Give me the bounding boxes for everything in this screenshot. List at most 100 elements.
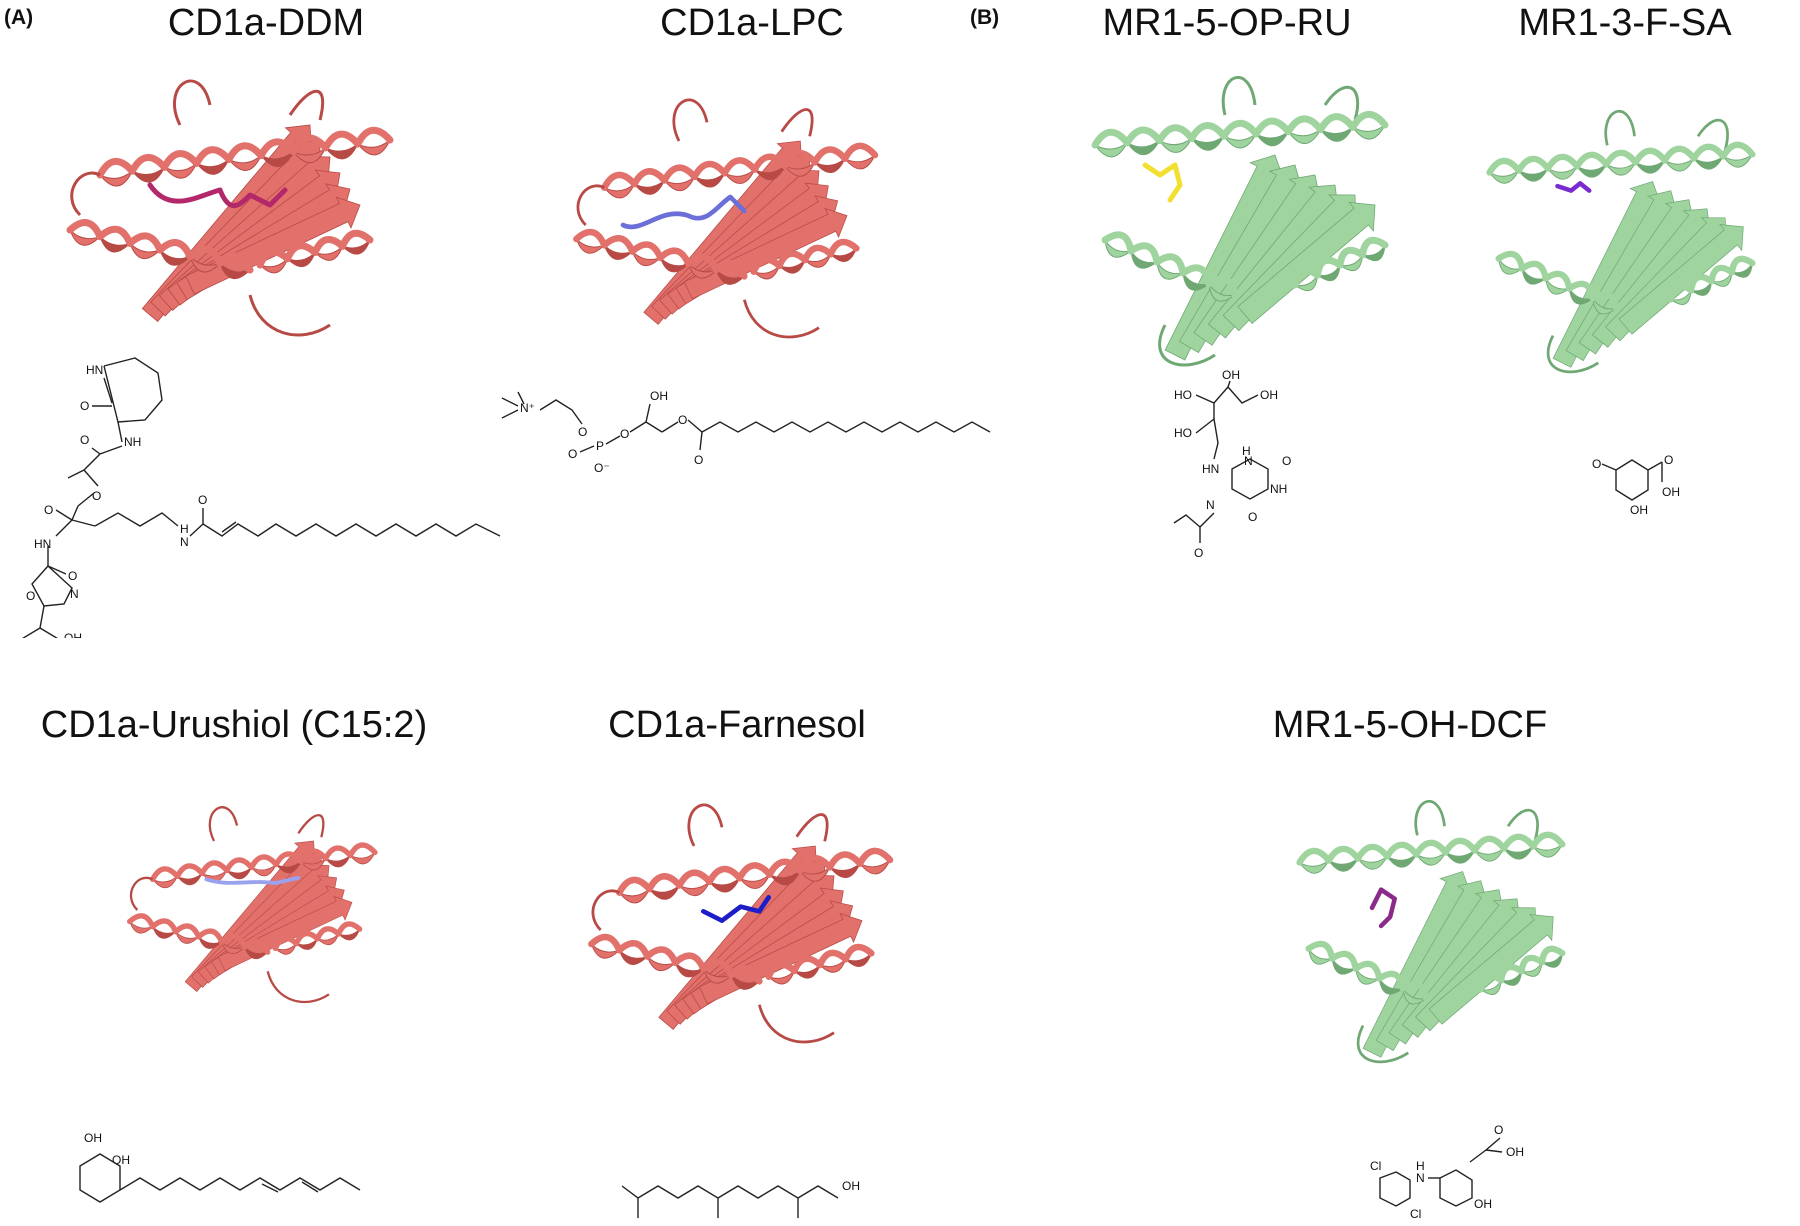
atom-nh-1: NH [124, 435, 141, 449]
title-mr1-5-op-ru: MR1-5-OP-RU [1102, 2, 1352, 44]
loop [288, 89, 325, 121]
loop [1546, 335, 1600, 374]
ligand-stick [147, 182, 288, 209]
helix [256, 229, 374, 274]
helix [66, 219, 254, 279]
atom-hn-1: HN [86, 363, 103, 377]
loop [687, 803, 724, 847]
loop [1323, 85, 1360, 121]
loop [1604, 110, 1636, 146]
atom-o-op-2: O [1248, 510, 1257, 524]
atom-p: P [596, 439, 604, 453]
loop [266, 971, 330, 1004]
atom-o-7: O [26, 589, 35, 603]
atom-oh-op-1: OH [1222, 368, 1240, 382]
loop [1158, 324, 1216, 367]
atom-o-dcf-1: O [1494, 1123, 1503, 1137]
protein-mr1-3-f-sa [1486, 110, 1756, 374]
protein-cd1a-ddm [66, 79, 394, 337]
atom-oh-far: OH [842, 1179, 860, 1193]
helix [750, 238, 860, 280]
ligand-stick [1369, 887, 1397, 929]
atom-h-op: H [1242, 444, 1251, 458]
title-mr1-3-f-sa: MR1-3-F-SA [1518, 2, 1732, 44]
loop [591, 889, 620, 931]
atom-oh-fsa-2: OH [1662, 485, 1680, 499]
atom-oh-ur-1: OH [84, 1131, 102, 1145]
title-cd1a-ddm: CD1a-DDM [167, 2, 365, 44]
helix [765, 943, 875, 985]
loop [1414, 800, 1446, 836]
atom-ominus: O⁻ [594, 461, 610, 475]
helix [1667, 255, 1756, 305]
helix [1477, 945, 1566, 995]
helix [573, 228, 748, 285]
beta-strand [1618, 224, 1744, 335]
structure-5-op-ru: OH HO OH HO HN H N O NH O N O [1173, 368, 1291, 560]
loop [795, 813, 829, 842]
ligand-stick [1142, 162, 1183, 203]
atom-cl-2: Cl [1410, 1207, 1421, 1221]
atom-oh-1: OH [64, 631, 82, 638]
atom-ho-op-1: HO [1174, 388, 1192, 402]
atom-o-3: O [92, 489, 101, 503]
atom-o-lpc-4: O [678, 413, 687, 427]
helix [1296, 831, 1566, 874]
loop [1356, 1025, 1410, 1064]
structure-5-oh-dcf: O OH Cl H N Cl OH [1370, 1123, 1524, 1221]
atom-nplus: N⁺ [520, 401, 535, 415]
helix [1495, 250, 1620, 315]
loop [1696, 118, 1729, 151]
loop [70, 171, 101, 217]
loop [576, 184, 605, 226]
loop [208, 806, 239, 842]
atom-o-5: O [198, 493, 207, 507]
atom-cl-1: Cl [1370, 1159, 1381, 1173]
atom-o-op-1: O [1282, 454, 1291, 468]
loop [780, 108, 814, 137]
loop [248, 294, 331, 337]
atom-nh-op: NH [1270, 482, 1287, 496]
atom-oh-fsa-1: OH [1630, 503, 1648, 517]
atom-o-2: O [80, 433, 89, 447]
atom-h-dcf: H [1416, 1159, 1425, 1173]
atom-oh-dcf-2: OH [1474, 1197, 1492, 1211]
atom-n-op-1: N [1244, 454, 1253, 468]
atom-oh-op-2: OH [1260, 388, 1278, 402]
loop [129, 876, 154, 911]
title-mr1-5-oh-dcf: MR1-5-OH-DCF [1272, 704, 1548, 746]
atom-h-1: H [180, 522, 189, 536]
structure-farnesol: OH [621, 1179, 860, 1218]
ligand-stick [1555, 181, 1592, 193]
protein-mr1-5-op-ru [1091, 75, 1389, 367]
title-cd1a-urushiol: CD1a-Urushiol (C15:2) [40, 704, 428, 746]
helix [601, 142, 879, 199]
atom-o-1: O [80, 399, 89, 413]
atom-o-lpc-2: O [568, 447, 577, 461]
loop [1506, 808, 1539, 841]
protein-mr1-5-oh-dcf [1296, 800, 1566, 1064]
ligand-stick [620, 194, 747, 230]
helix [272, 921, 363, 955]
loop [672, 98, 709, 142]
helix [126, 913, 271, 960]
beta-strand [1428, 914, 1554, 1025]
atom-n-op-2: N [1206, 498, 1215, 512]
atom-oh-lpc: OH [650, 389, 668, 403]
helix [96, 126, 394, 187]
atom-o-lpc-5: O [694, 453, 703, 467]
atom-o-4: O [44, 503, 53, 517]
protein-cd1a-farnesol [588, 803, 894, 1044]
panel-a-label: (A) [4, 6, 34, 29]
helix [1101, 231, 1239, 302]
atom-o-op-3: O [1194, 546, 1203, 560]
structure-lpc: N⁺ O P O O⁻ O OH O O [501, 389, 991, 475]
beta-strand [1237, 201, 1376, 324]
atom-ho-op-2: HO [1174, 426, 1192, 440]
helix [1291, 236, 1389, 292]
helix [588, 933, 763, 990]
loop [297, 814, 325, 838]
atom-o-fsa-2: O [1664, 453, 1673, 467]
atom-hn-2: HN [34, 537, 51, 551]
helix [149, 842, 378, 889]
